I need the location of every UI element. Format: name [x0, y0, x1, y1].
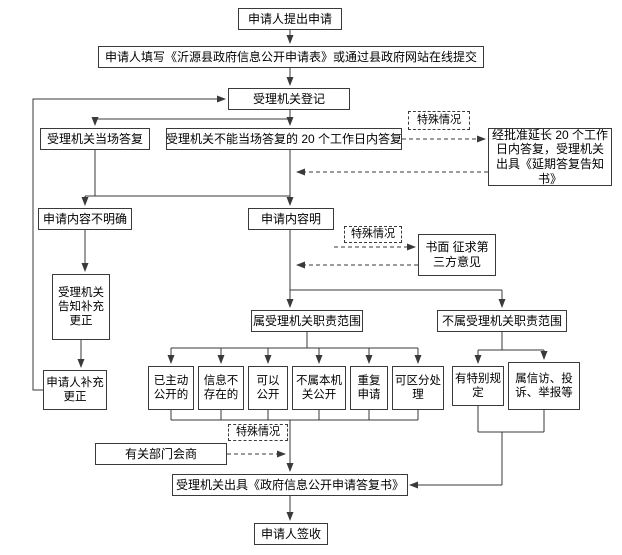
node-separable: 可区分处理	[392, 366, 444, 410]
node-within-20-days: 受理机关不能当场答复的 20 个工作日内答复	[166, 128, 402, 150]
node-repeat-apply: 重复申请	[350, 366, 388, 410]
node-content-clear: 申请内容明	[248, 208, 334, 230]
label-special-case-2: 特殊情况	[344, 226, 402, 243]
node-special-rule: 有特别规定	[452, 366, 504, 406]
label-special-case-1: 特殊情况	[408, 111, 470, 130]
dashed-connectors	[227, 135, 488, 458]
node-reply-document: 受理机关出具《政府信息公开申请答复书》	[172, 474, 408, 496]
node-onspot-reply: 受理机关当场答复	[40, 128, 150, 150]
node-applicant-supplement: 申请人补充更正	[43, 370, 107, 410]
node-out-of-scope: 不属受理机关职责范围	[437, 310, 567, 332]
node-in-scope: 属受理机关职责范围	[251, 310, 363, 332]
node-register: 受理机关登记	[228, 88, 350, 110]
node-consult-departments: 有关部门会商	[95, 443, 227, 465]
node-notify-supplement: 受理机关告知补充更正	[52, 274, 110, 340]
node-start: 申请人提出申请	[238, 8, 342, 30]
node-sign-receipt: 申请人签收	[254, 523, 328, 545]
node-petition: 属信访、投诉、举报等	[508, 362, 580, 410]
node-already-public: 已主动公开的	[148, 366, 194, 410]
node-extend-reply: 经批准延长 20 个工作日内答复，受理机关出具《延期答复告知书》	[488, 128, 612, 186]
node-content-unclear: 申请内容不明确	[38, 208, 132, 230]
node-not-exist: 信息不存在的	[198, 366, 244, 410]
label-special-case-3: 特殊情况	[228, 424, 288, 441]
solid-connectors	[32, 30, 548, 521]
node-not-this-org: 不属本机关公开	[292, 366, 346, 410]
node-fill-form: 申请人填写《沂源县政府信息公开申请表》或通过县政府网站在线提交	[98, 46, 484, 68]
node-third-party-opinion: 书面 征求第三方意见	[418, 234, 496, 276]
node-can-public: 可以公开	[248, 366, 288, 410]
